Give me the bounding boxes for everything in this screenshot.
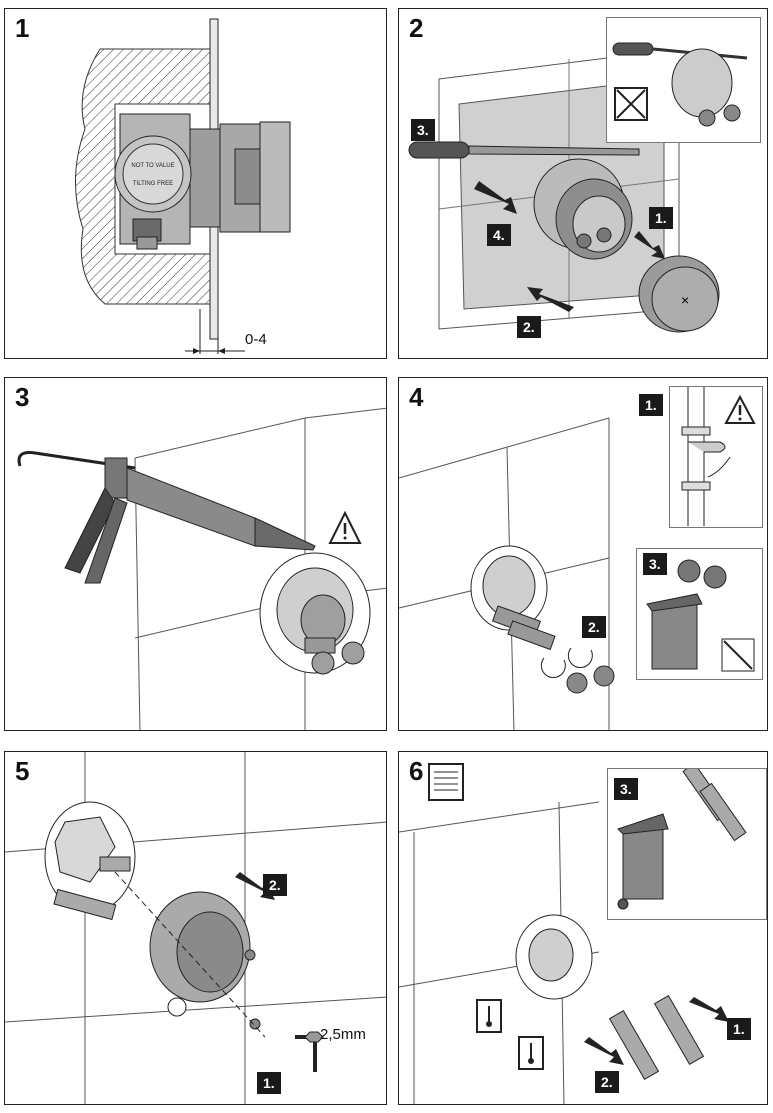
thermometer-icon <box>518 1036 544 1070</box>
step-panel-1: 1 NOT TO VALUE TILTING FREE 0-4 <box>4 8 387 359</box>
wrong-method-inset <box>606 17 761 143</box>
step-number: 3 <box>15 382 30 412</box>
valve-label-line-2: TILTING FREE <box>133 181 173 187</box>
warning-icon <box>328 510 362 544</box>
step-badge-2: 2. <box>263 874 287 896</box>
trash-bin-illustration <box>646 559 755 672</box>
wrong-method-illustration <box>612 42 748 127</box>
hex-key-icon <box>304 1031 324 1043</box>
dispose-caps-inset <box>636 548 763 680</box>
step-number: 5 <box>15 756 30 786</box>
valve-label-line-1: NOT TO VALUE <box>131 163 174 169</box>
step-panel-6: 6 <box>398 751 768 1105</box>
step-panel-3: 3 <box>4 377 387 731</box>
pipe-warning-illustration <box>681 387 756 526</box>
rough-in-valve-illustration: NOT TO VALUE TILTING FREE <box>74 18 291 354</box>
step-badge-2: 2. <box>595 1071 619 1093</box>
trash-bin-icon <box>646 593 703 670</box>
remove-protective-caps-illustration <box>399 417 615 730</box>
thermometer-icon <box>476 999 502 1033</box>
step-panel-2: 2 × 1. 2. <box>398 8 768 359</box>
step-badge-1: 1. <box>727 1018 751 1040</box>
svg-text:×: × <box>681 292 689 308</box>
step-number: 4 <box>409 382 424 412</box>
step-panel-5: 5 2,5mm 1. 2. <box>4 751 387 1105</box>
step-badge-3: 3. <box>614 778 638 800</box>
step-badge-4: 4. <box>487 224 511 246</box>
step-number: 2 <box>409 13 424 43</box>
step-panel-4: 4 <box>398 377 768 731</box>
mount-escutcheon-illustration <box>5 752 386 1104</box>
warning-inset <box>669 386 763 528</box>
step-badge-1: 1. <box>649 207 673 229</box>
step-number: 6 <box>409 756 424 786</box>
step-badge-3: 3. <box>411 119 435 141</box>
apply-sealant-illustration <box>17 407 386 730</box>
step-badge-3: 3. <box>643 553 667 575</box>
wall-gap-dimension: 0-4 <box>245 331 267 348</box>
step-badge-2: 2. <box>517 316 541 338</box>
dispose-plugs-inset <box>607 762 767 920</box>
warning-icon <box>724 394 756 424</box>
step-badge-1: 1. <box>639 394 663 416</box>
step-badge-1: 1. <box>257 1072 281 1094</box>
step-number: 1 <box>15 13 30 43</box>
step-badge-2: 2. <box>582 616 606 638</box>
trash-bin-icon <box>617 813 669 910</box>
manual-icon <box>428 763 464 801</box>
remove-flush-plugs-illustration <box>399 763 729 1104</box>
hex-key-size: 2,5mm <box>320 1026 366 1043</box>
trash-bin-illustration <box>617 762 747 910</box>
